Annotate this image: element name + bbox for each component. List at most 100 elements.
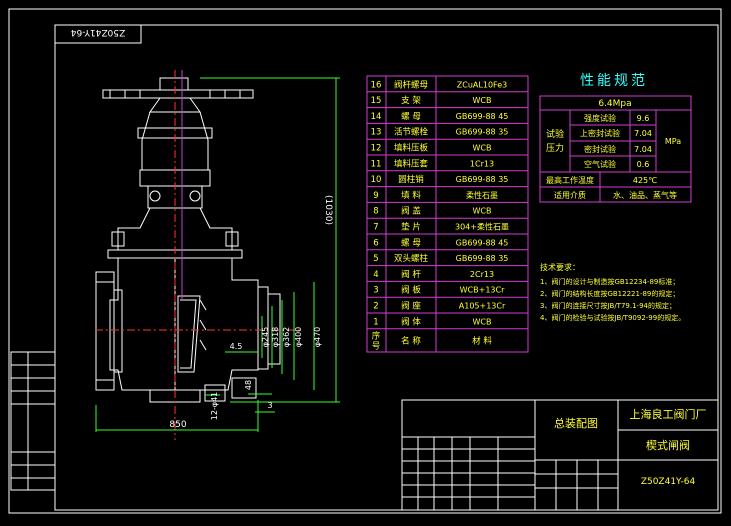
parts-row-material: WCB <box>473 207 492 216</box>
parts-row-name: 阀 杆 <box>401 269 421 280</box>
valve-body <box>109 258 176 391</box>
parts-row-name: 填 料 <box>401 190 421 201</box>
parts-row-material: GB699-88 45 <box>456 238 509 247</box>
parts-row-no: 8 <box>373 207 378 217</box>
parts-header-no-2: 号 <box>372 341 381 351</box>
parts-row-no: 16 <box>371 80 382 90</box>
gate-valve-drawing <box>95 77 281 403</box>
title-model: Z50Z41Y-64 <box>641 477 696 487</box>
code-stamp: Z50Z41Y-64 <box>71 27 126 37</box>
parts-row-name: 活节螺栓 <box>394 127 429 138</box>
tech-req-3: 3、阀门的连接尺寸按JB/T79.1-94的规定； <box>540 301 676 310</box>
inner-frame <box>54 24 719 511</box>
parts-row-no: 3 <box>373 286 378 296</box>
parts-row-material: GB699-88 35 <box>456 254 509 263</box>
dim-length: 850 <box>169 420 186 430</box>
parts-row-material: 1Cr13 <box>470 159 494 168</box>
dim-d4: φ400 <box>294 327 303 348</box>
parts-row-name: 支 架 <box>401 95 421 106</box>
dim-d2: φ318 <box>271 327 280 348</box>
parts-row-name: 阀 体 <box>401 316 421 327</box>
parts-row-material: GB699-88 35 <box>456 175 509 184</box>
parts-header-no-1: 序 <box>372 330 381 341</box>
parts-row-name: 垫 片 <box>401 222 421 233</box>
parts-row-name: 圆柱销 <box>398 174 424 185</box>
spec-table <box>539 95 692 203</box>
tech-req-2: 2、阀门的结构长度按GB12221-89的规定； <box>540 289 679 298</box>
parts-row-name: 阀杆螺母 <box>394 79 428 90</box>
dim-d3: φ362 <box>282 327 291 348</box>
parts-row-no: 15 <box>371 96 382 106</box>
tech-req-title: 技术要求： <box>540 262 580 272</box>
spec-row-2-value: 7.04 <box>634 145 652 154</box>
parts-row-material: WCB+13Cr <box>460 286 505 295</box>
parts-row-material: 304+柔性石墨 <box>455 222 509 232</box>
parts-row-no: 5 <box>373 254 378 264</box>
parts-row-no: 10 <box>371 175 382 185</box>
parts-header-material: 材 料 <box>472 335 492 346</box>
parts-row-name: 阀 座 <box>401 301 421 312</box>
parts-row-material: WCB <box>473 96 492 105</box>
dim-t3: 3 <box>267 401 272 410</box>
parts-row-material: WCB <box>473 144 492 153</box>
dim-height: (1030) <box>323 195 333 225</box>
spec-pressure: 6.4Mpa <box>598 99 631 109</box>
left-revision-block <box>10 351 56 491</box>
parts-row-no: 14 <box>371 112 382 122</box>
parts-row-material: WCB <box>473 317 492 326</box>
dim-t2: 48 <box>244 380 253 390</box>
left-flange <box>95 271 115 391</box>
title-company: 上海良工阀门厂 <box>630 407 707 421</box>
spec-row-0-name: 强度试验 <box>584 113 616 123</box>
parts-row-no: 1 <box>373 317 378 327</box>
title-assembly: 总装配图 <box>554 416 598 430</box>
parts-row-no: 11 <box>371 159 382 169</box>
parts-row-name: 填料压板 <box>394 143 429 154</box>
spec-row-2-name: 密封试验 <box>584 144 616 154</box>
gate-wedge <box>177 295 201 373</box>
parts-row-name: 阀 盖 <box>401 206 421 217</box>
parts-row-material: GB699-88 45 <box>456 112 509 121</box>
dim-bolts: 12-φ41 <box>210 392 219 421</box>
spec-row-1-value: 7.04 <box>634 129 652 138</box>
parts-row-material: GB699-88 35 <box>456 128 509 137</box>
spec-unit: MPa <box>665 137 681 146</box>
tech-req-4: 4、阀门的检验与试验按JB/T9092-99的规定。 <box>540 313 685 322</box>
parts-row-material: ZCuAL10Fe3 <box>457 80 507 89</box>
spec-title: 性能规范 <box>580 72 648 89</box>
spec-row-0-value: 9.6 <box>637 114 650 123</box>
spec-max-temp-label: 最高工作温度 <box>546 175 594 185</box>
parts-row-no: 13 <box>371 128 382 138</box>
spec-row-3-value: 0.6 <box>637 160 650 169</box>
parts-row-name: 阀 板 <box>401 285 421 296</box>
parts-row-no: 4 <box>373 270 378 280</box>
drawing-border <box>8 8 722 514</box>
dim-d1: φ245 <box>261 327 270 348</box>
dim-t1: 4.5 <box>230 342 243 351</box>
tech-req-1: 1、阀门的设计与制造按GB12234-89标准； <box>540 277 679 286</box>
parts-row-name: 螺 母 <box>401 111 421 122</box>
spec-medium-label: 适用介质 <box>554 190 586 200</box>
dimension-lines <box>95 77 340 432</box>
parts-header-name: 名 称 <box>401 335 421 346</box>
parts-row-name: 填料压套 <box>394 158 429 169</box>
spec-row-1-name: 上密封试验 <box>580 128 620 138</box>
parts-row-no: 7 <box>373 223 378 233</box>
title-product: 楔式闸阀 <box>646 438 690 452</box>
code-stamp-box <box>54 24 142 44</box>
parts-row-name: 双头螺柱 <box>394 253 429 264</box>
spec-max-temp-value: 425℃ <box>633 176 657 185</box>
spec-row-3-name: 空气试验 <box>584 159 616 169</box>
parts-row-material: A105+13Cr <box>459 302 506 311</box>
parts-row-no: 6 <box>373 238 378 248</box>
parts-row-material: 柔性石墨 <box>466 190 498 200</box>
parts-row-no: 9 <box>373 191 378 201</box>
parts-row-material: 2Cr13 <box>470 270 494 279</box>
parts-row-no: 12 <box>371 144 382 154</box>
parts-row-no: 2 <box>373 302 378 312</box>
spec-test-label: 试验压力 <box>546 128 564 154</box>
title-block <box>401 399 719 511</box>
yoke <box>141 111 209 170</box>
